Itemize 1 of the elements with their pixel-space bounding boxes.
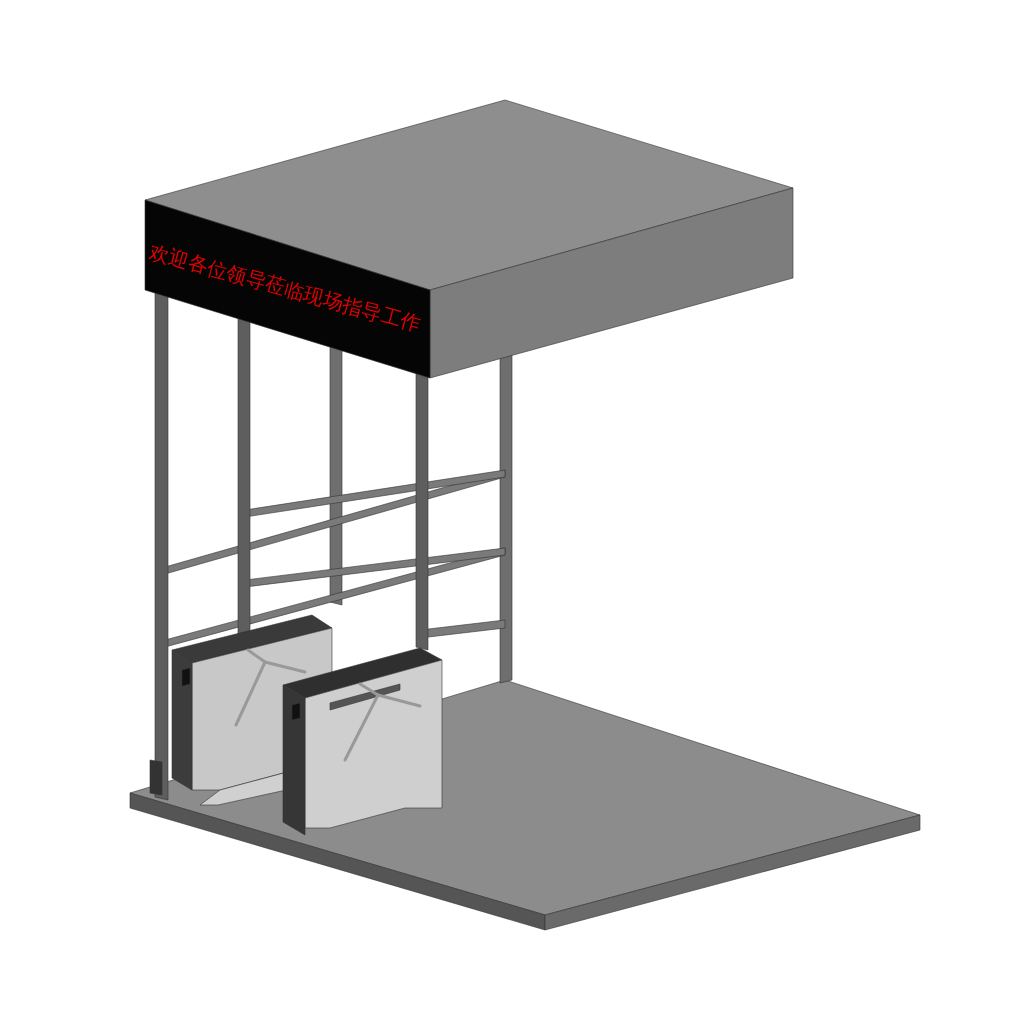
led-sign-text: 欢迎各位领导莅临现场指导工作 xyxy=(147,240,423,336)
